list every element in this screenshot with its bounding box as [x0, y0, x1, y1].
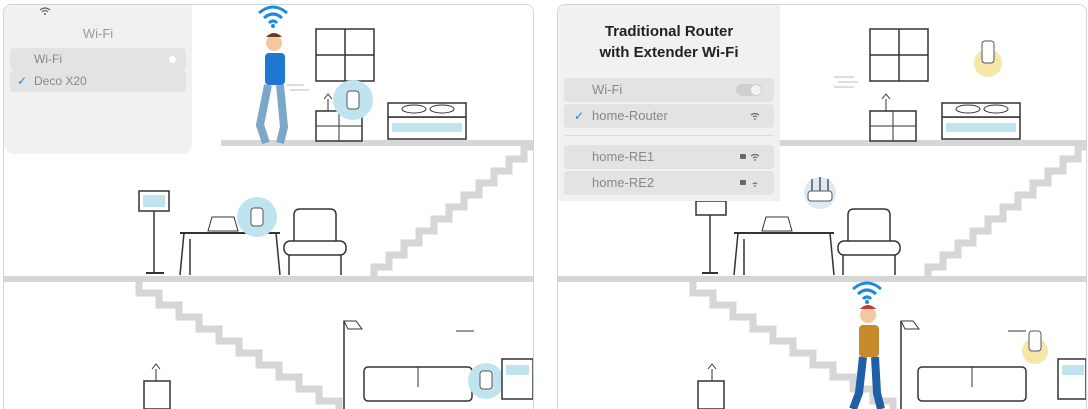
wifi-toggle-row[interactable]: Wi-Fi [10, 48, 186, 70]
checkmark-icon: ✓ [574, 109, 585, 123]
network-label: home-RE2 [592, 175, 655, 190]
network-item-deco-x20[interactable]: ✓ Deco X20 [10, 70, 186, 92]
lock-icon [740, 180, 746, 185]
network-item-home-re2[interactable]: home-RE2 [564, 171, 774, 195]
menu-title: Wi-Fi [82, 26, 114, 41]
network-label: home-Router [592, 108, 668, 123]
network-label: home-RE1 [592, 149, 655, 164]
lock-icon [740, 154, 746, 159]
checkmark-icon: ✓ [17, 74, 28, 88]
wifi-status-icon [39, 7, 51, 15]
comparison-title-line1: Traditional Router [604, 23, 734, 40]
wifi-toggle-row[interactable]: Wi-Fi [564, 78, 774, 102]
deco-mesh-illustration-panel: Wi-Fi Wi-Fi ✓ Deco X20 [3, 4, 534, 409]
wifi-signal-icon [750, 112, 760, 120]
wifi-icon [852, 281, 882, 304]
menu-divider [564, 135, 774, 136]
wifi-menu: Wi-Fi Wi-Fi ✓ Deco X20 [4, 5, 192, 154]
wifi-menu-extender: Traditional Router with Extender Wi-Fi W… [558, 5, 780, 201]
network-item-home-re1[interactable]: home-RE1 [564, 145, 774, 169]
toggle-knob-icon [751, 85, 761, 95]
toggle-switch[interactable] [736, 84, 762, 96]
house-scene-right [558, 28, 1086, 409]
comparison-title-line2: with Extender Wi-Fi [599, 44, 739, 61]
network-item-home-router[interactable]: ✓ home-Router [564, 104, 774, 128]
wifi-signal-icon [752, 182, 758, 187]
network-label: Deco X20 [34, 74, 87, 88]
traditional-router-illustration-panel: Traditional Router with Extender Wi-Fi W… [557, 4, 1087, 409]
wifi-signal-icon [750, 153, 760, 161]
wifi-icon [258, 5, 288, 28]
house-scene-left [4, 28, 533, 409]
wifi-toggle-label: Wi-Fi [34, 52, 62, 66]
wifi-toggle-label: Wi-Fi [592, 82, 623, 97]
toggle-knob-icon [169, 56, 176, 63]
